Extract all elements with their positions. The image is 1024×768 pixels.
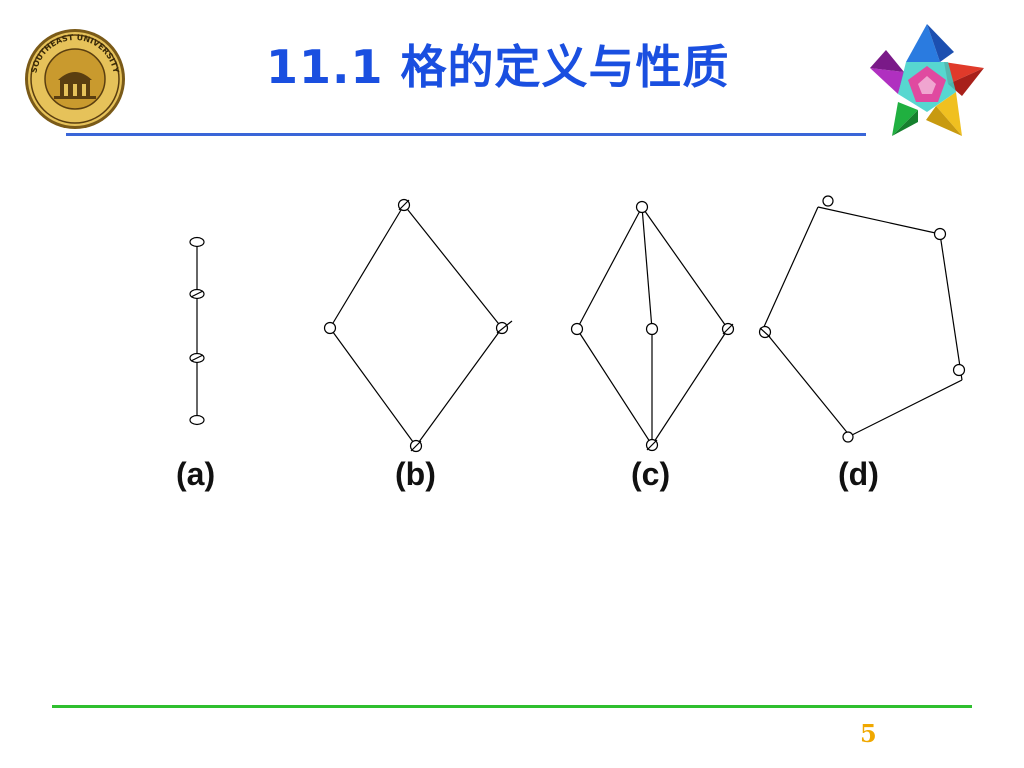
diagram-a-chain [189,236,205,426]
caption-d: (d) [838,456,879,492]
caption-c: (c) [631,456,671,492]
page-number: 5 [860,719,877,748]
lattice-diagrams [189,195,966,453]
caption-a: (a) [176,456,216,492]
diagram-d-pentagon [758,195,966,443]
university-logo: SOUTHEAST UNIVERSITY [25,29,125,129]
diagram-b-diamond [323,198,513,453]
slide-title: 11.1 格的定义与性质 [266,40,730,94]
footer-rule [52,705,972,708]
caption-b: (b) [395,456,436,492]
polyhedron-decoration [870,24,984,136]
diagram-c-m3 [570,200,735,452]
title-underline [66,133,866,136]
